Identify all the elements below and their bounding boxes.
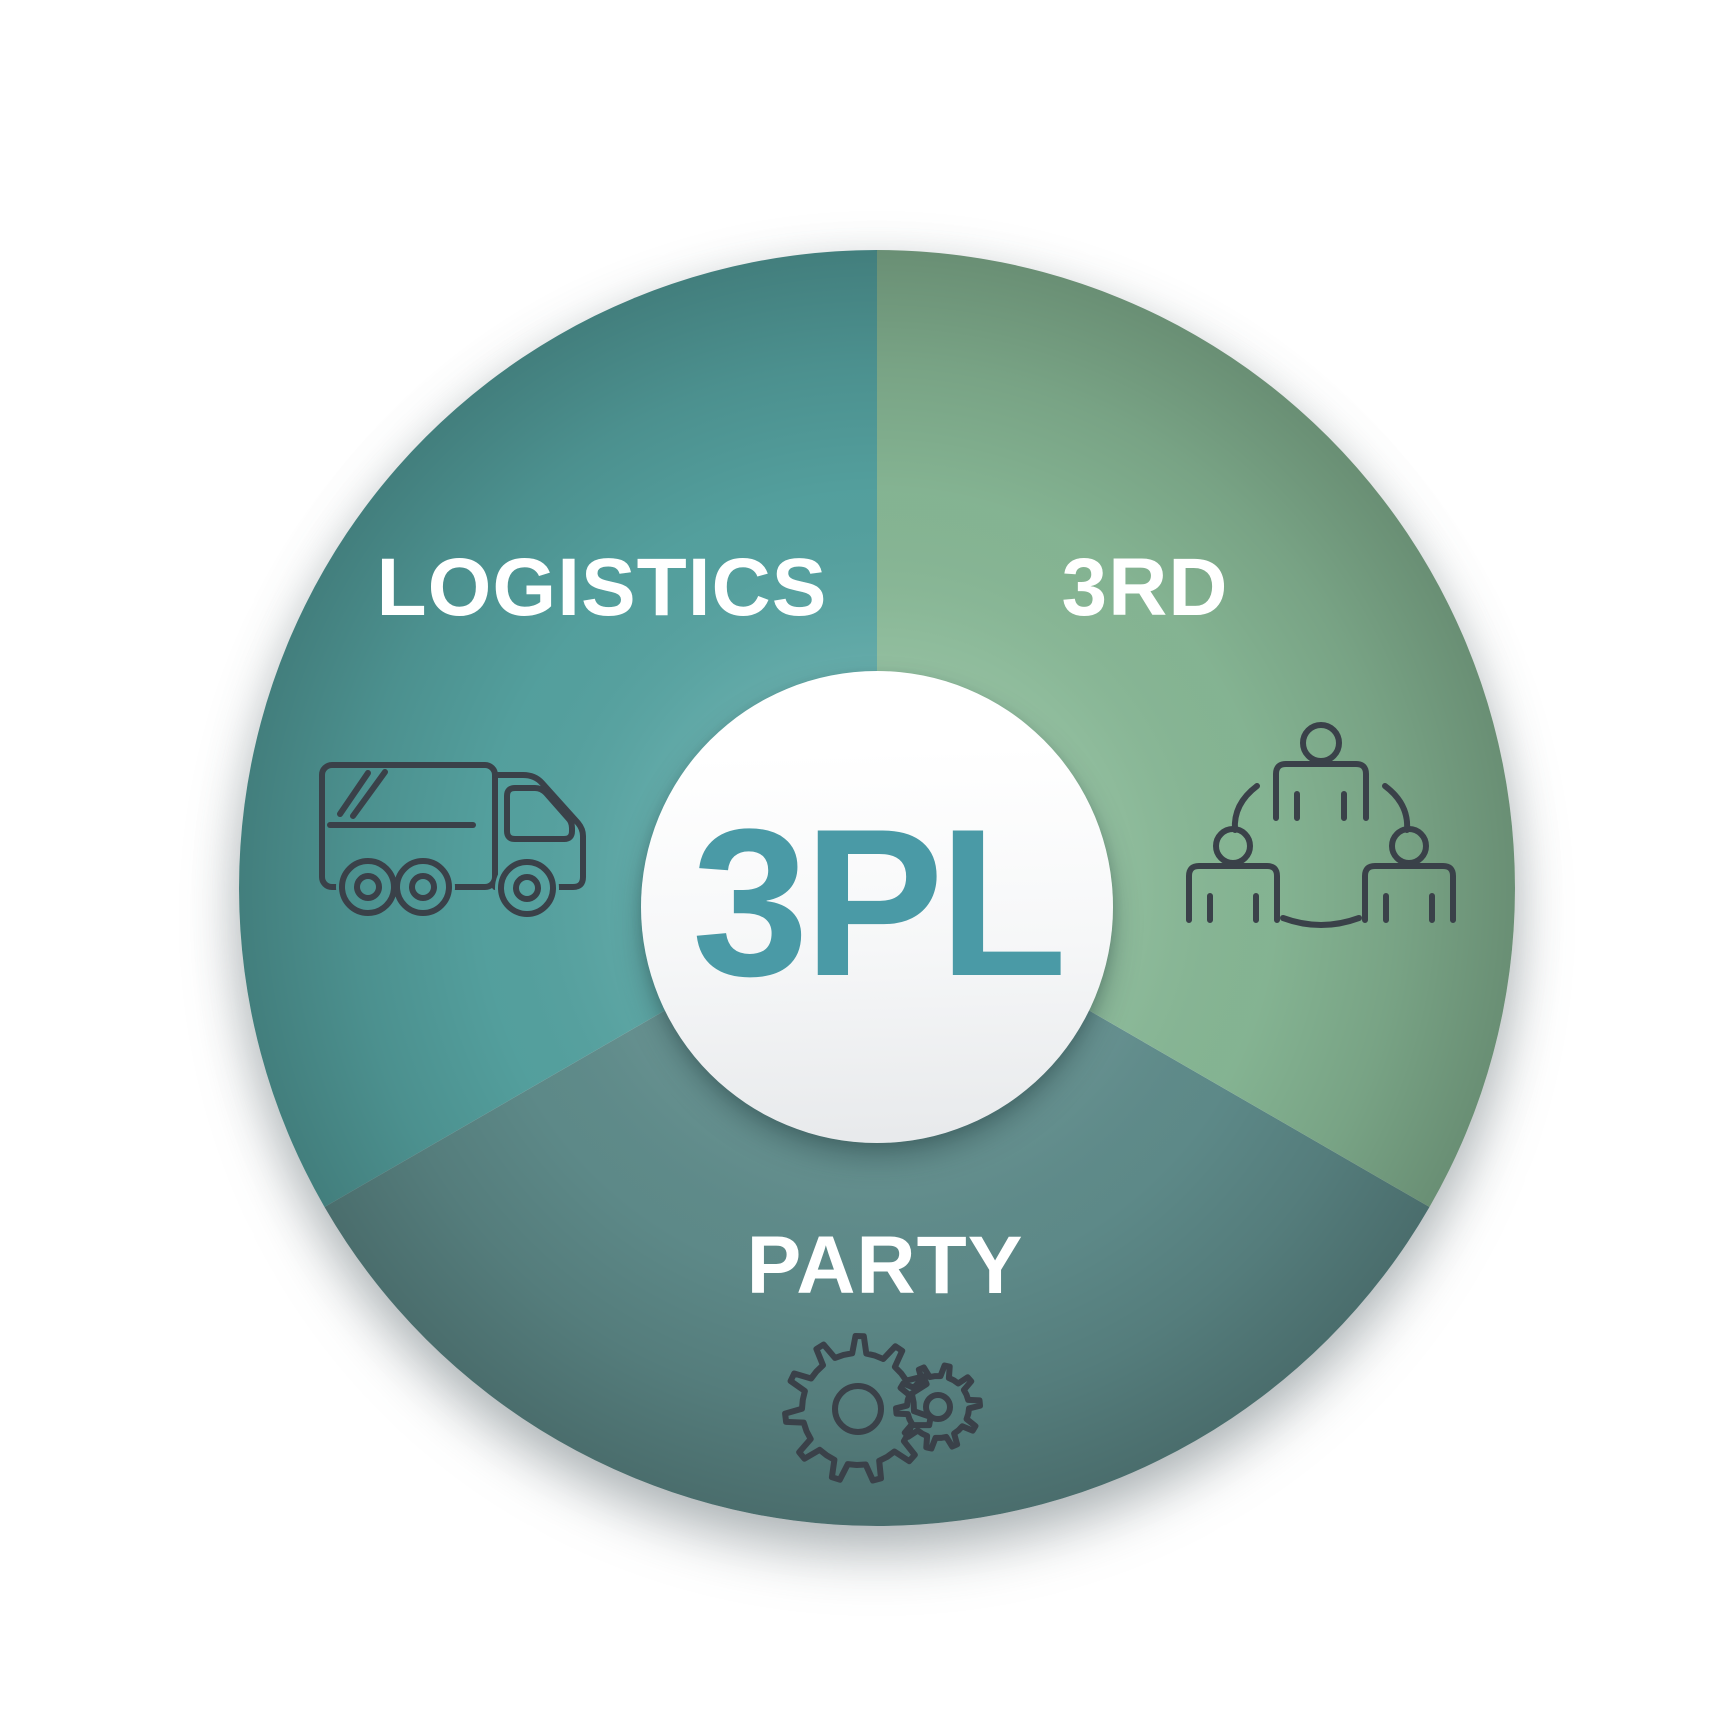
truck-icon: [319, 762, 586, 917]
truck-wheel-3-hub: [513, 874, 541, 902]
team-arc-right: [1382, 783, 1411, 833]
person-top-head: [1300, 722, 1342, 764]
label-3rd: 3RD: [1061, 542, 1229, 633]
truck-outline: [319, 762, 586, 917]
team-arc-bottom: [1280, 915, 1362, 928]
person-left-arms: [1207, 893, 1259, 923]
person-top-arms: [1294, 791, 1347, 821]
truck-cab: [492, 772, 586, 890]
truck-slash-2: [350, 769, 388, 819]
person-right-body: [1362, 863, 1456, 923]
team-arc-left: [1231, 783, 1260, 833]
center-label: 3PL: [691, 785, 1067, 1020]
team-outline: [1186, 722, 1456, 928]
truck-wheel-2: [394, 858, 452, 916]
truck-wheel-1-hub: [354, 873, 382, 901]
label-party: PARTY: [746, 1220, 1024, 1311]
truck-window: [504, 785, 575, 842]
gear-large-hole: [832, 1383, 884, 1435]
gears-outline: [782, 1333, 983, 1484]
person-top-body: [1273, 761, 1369, 821]
label-logistics: LOGISTICS: [376, 542, 828, 633]
gear-small-hole: [923, 1392, 953, 1422]
person-right-head: [1389, 826, 1429, 866]
truck-slash-1: [337, 770, 371, 817]
gear-large: [782, 1333, 934, 1484]
person-left-body: [1186, 863, 1280, 923]
gear-small: [893, 1362, 983, 1452]
truck-wheel-2-hub: [409, 873, 437, 901]
person-right-arms: [1383, 893, 1435, 923]
gears-icon: [782, 1333, 983, 1484]
truck-wheel-3: [498, 859, 556, 917]
center-hub: 3PL: [641, 671, 1113, 1143]
truck-box: [319, 762, 498, 890]
team-icon: [1186, 722, 1456, 928]
person-left-head: [1213, 826, 1253, 866]
